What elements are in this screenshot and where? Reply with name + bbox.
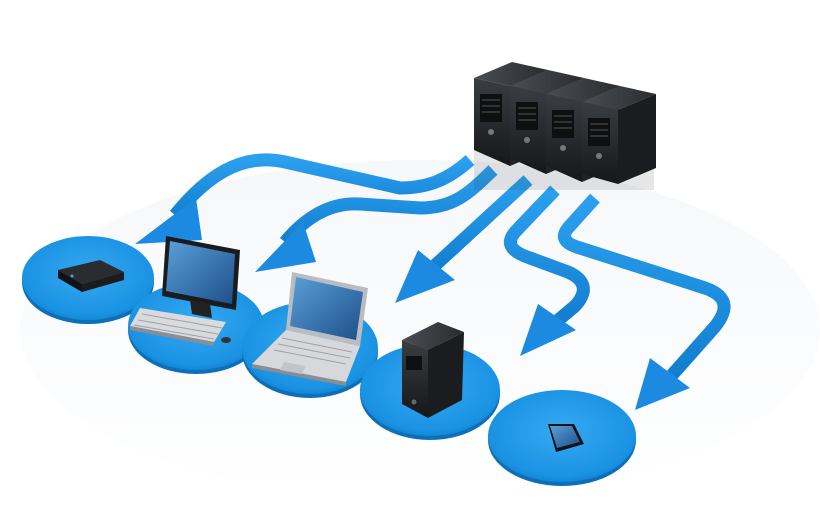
connection-arrows xyxy=(135,153,731,410)
arrow-to-phone xyxy=(558,193,731,410)
arrow-to-tower xyxy=(504,185,590,356)
tower-server-icon xyxy=(402,322,464,418)
platform-smartphone xyxy=(488,390,636,486)
platform-set-top-box xyxy=(22,236,154,324)
set-top-box-icon xyxy=(58,260,124,292)
server-rack xyxy=(474,62,656,190)
server-unit-4 xyxy=(582,86,656,184)
laptop-icon xyxy=(252,272,368,386)
arrow-to-set-top-box xyxy=(135,153,475,244)
arrow-to-desktop xyxy=(255,165,498,272)
platform-laptop xyxy=(242,272,378,398)
platform-tower xyxy=(360,322,500,440)
platform-desktop xyxy=(128,236,264,374)
desktop-computer-icon xyxy=(130,236,240,346)
arrow-to-laptop xyxy=(395,175,533,303)
smartphone-icon xyxy=(548,424,584,452)
